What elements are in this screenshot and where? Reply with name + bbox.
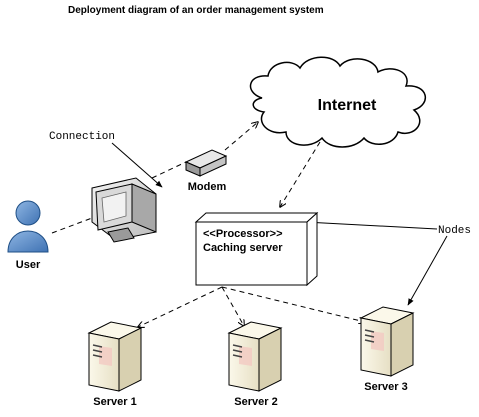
modem-node: Modem <box>184 149 228 193</box>
server-tower-icon <box>87 321 143 392</box>
internet-cloud: Internet <box>249 56 426 148</box>
cache-server3-link <box>221 286 365 322</box>
server1-node: Server 1 <box>87 321 143 408</box>
caching-server-label: Caching server <box>203 242 283 254</box>
cache-server1-link <box>138 286 223 327</box>
user-icon <box>7 200 49 253</box>
user-monitor-link <box>51 217 93 234</box>
server-tower-icon <box>359 306 415 377</box>
internet-cache-link <box>280 141 321 207</box>
annotation-arrows <box>111 142 448 306</box>
cloud-icon <box>249 56 426 148</box>
server3-label: Server 3 <box>364 381 407 393</box>
monitor-icon <box>91 177 157 243</box>
modem-label: Modem <box>188 181 227 193</box>
cache-server2-link <box>221 286 244 326</box>
monitor-modem-link <box>151 161 187 179</box>
server1-label: Server 1 <box>93 396 136 408</box>
internet-label: Internet <box>318 97 377 114</box>
connection-pointer <box>111 142 163 188</box>
modem-internet-link <box>224 122 258 151</box>
server2-node: Server 2 <box>227 321 283 408</box>
nodes-annotation: Nodes <box>438 225 471 237</box>
server2-label: Server 2 <box>234 396 277 408</box>
nodes-pointer-server3 <box>407 235 448 306</box>
nodes-pointer-cache <box>304 219 438 230</box>
user-label: User <box>16 259 41 271</box>
server3-node: Server 3 <box>359 306 415 393</box>
modem-icon <box>184 149 228 177</box>
server-tower-icon <box>227 321 283 392</box>
connection-annotation: Connection <box>49 131 115 143</box>
connections <box>51 122 365 327</box>
caching-server-node: <<Processor>> Caching server <box>194 211 319 287</box>
diagram-title: Deployment diagram of an order managemen… <box>68 5 324 16</box>
caching-server-stereotype: <<Processor>> <box>203 228 283 240</box>
user-node: User <box>7 200 49 271</box>
